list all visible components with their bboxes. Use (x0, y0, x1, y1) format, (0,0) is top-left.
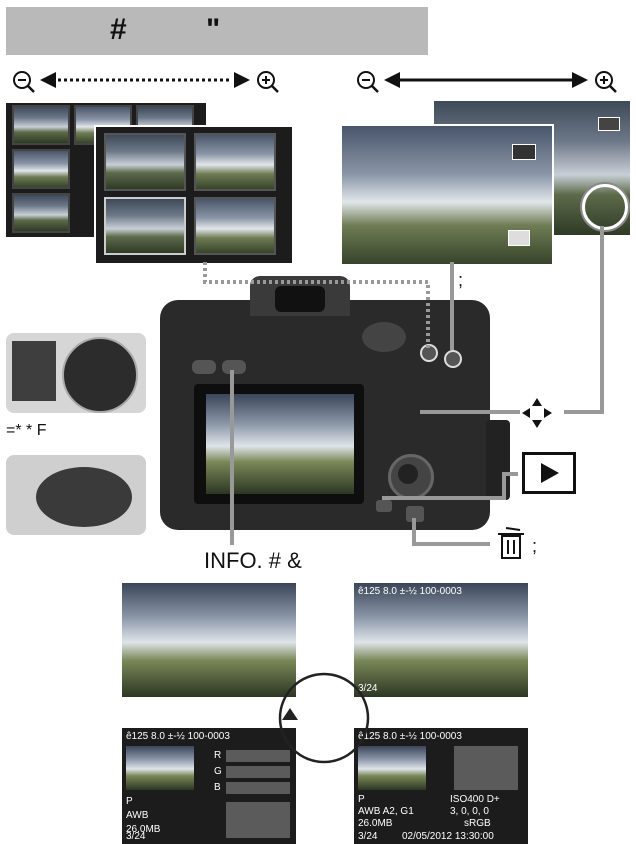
screen-detailed-info: ê125 8.0 ±-½ 100-0003 P ISO400 D+ AWB A2… (354, 728, 528, 844)
playback-icon (522, 452, 576, 494)
label-equals: =* * F (6, 422, 46, 440)
label-delete-semicolon: ; (532, 536, 537, 557)
cross-key-detail-photo (6, 333, 146, 413)
label-info: INFO. # & (204, 548, 302, 574)
cycle-circle (270, 664, 380, 774)
screen-basic-info: ê125 8.0 ±-½ 100-0003 3/24 (354, 583, 528, 697)
trash-icon (494, 524, 528, 564)
cross-keys-icon (522, 398, 552, 428)
dial-detail-photo (6, 455, 146, 535)
